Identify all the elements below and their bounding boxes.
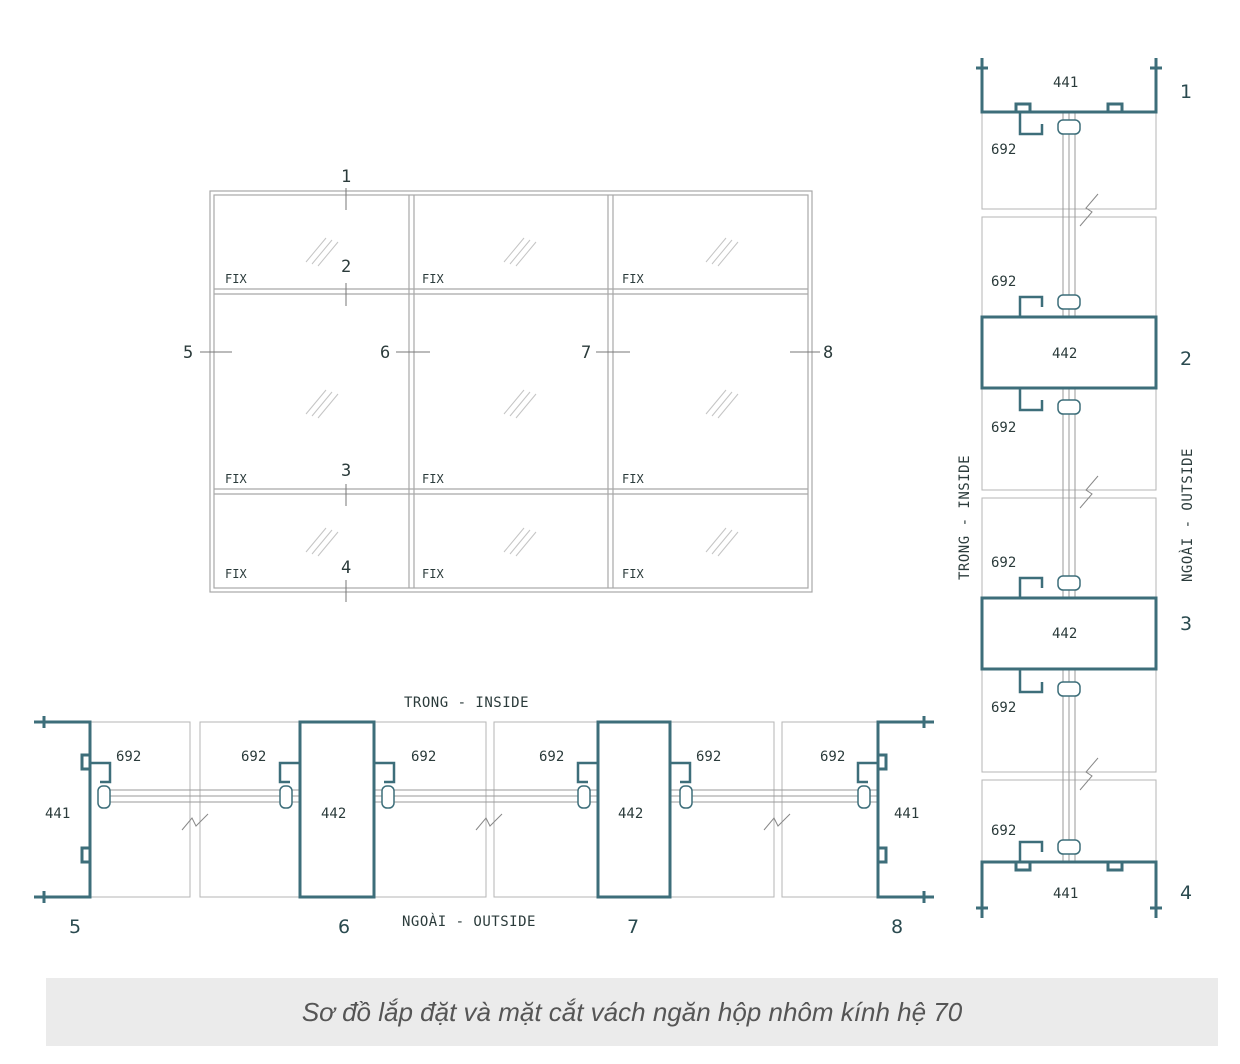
- inner-frame: [213, 194, 809, 589]
- hs-label-692: 692: [539, 749, 564, 765]
- partition-diagram: FIX FIX FIX FIX FIX FIX FIX FIX FIX 1 2 …: [34, 58, 1196, 938]
- section-cut-lines: [200, 188, 820, 602]
- vs-section-number-2: 2: [1180, 348, 1192, 370]
- section-marker-5: 5: [183, 343, 193, 363]
- fix-label: FIX: [422, 567, 444, 581]
- hs-label-692: 692: [820, 749, 845, 765]
- fix-label: FIX: [225, 472, 247, 486]
- hs-section-number-7: 7: [627, 916, 639, 938]
- vs-label-692: 692: [991, 142, 1016, 158]
- hs-label-441: 441: [45, 806, 70, 822]
- section-marker-3: 3: [341, 461, 351, 481]
- vertical-section: TRONG - INSIDE NGOÀI - OUTSIDE 441 441 4…: [957, 58, 1196, 918]
- fix-label: FIX: [622, 567, 644, 581]
- hs-section-number-5: 5: [69, 916, 81, 938]
- hs-label-692: 692: [411, 749, 436, 765]
- hs-inside-label: TRONG - INSIDE: [404, 695, 529, 711]
- vs-section-number-4: 4: [1180, 882, 1192, 904]
- fix-label: FIX: [225, 272, 247, 286]
- vs-label-692: 692: [991, 823, 1016, 839]
- caption-bar: Sơ đồ lắp đặt và mặt cắt vách ngăn hộp n…: [46, 978, 1218, 1046]
- vs-label-441: 441: [1053, 75, 1078, 91]
- hs-label-692: 692: [116, 749, 141, 765]
- vs-label-692: 692: [991, 420, 1016, 436]
- vs-label-442: 442: [1052, 626, 1077, 642]
- vs-label-441: 441: [1053, 886, 1078, 902]
- vs-section-number-1: 1: [1180, 81, 1192, 103]
- hs-label-692: 692: [696, 749, 721, 765]
- hs-section-number-6: 6: [338, 916, 350, 938]
- fix-label: FIX: [422, 272, 444, 286]
- vs-label-442: 442: [1052, 346, 1077, 362]
- outer-frame: [209, 190, 813, 593]
- section-marker-4: 4: [341, 558, 351, 578]
- glass-hatch-marks: [305, 237, 739, 557]
- fix-label: FIX: [422, 472, 444, 486]
- vs-outside-label: NGOÀI - OUTSIDE: [1179, 448, 1196, 582]
- section-markers: 1 2 3 4 5 6 7 8: [183, 167, 833, 578]
- fix-labels: FIX FIX FIX FIX FIX FIX FIX FIX FIX: [225, 272, 644, 581]
- hs-label-442: 442: [618, 806, 643, 822]
- hs-label-442: 442: [321, 806, 346, 822]
- vs-inside-label: TRONG - INSIDE: [957, 455, 973, 580]
- vs-label-692: 692: [991, 555, 1016, 571]
- hs-label-441: 441: [894, 806, 919, 822]
- section-marker-1: 1: [341, 167, 351, 187]
- vs-section-number-3: 3: [1180, 613, 1192, 635]
- vs-label-692: 692: [991, 700, 1016, 716]
- fix-label: FIX: [622, 272, 644, 286]
- vs-label-692: 692: [991, 274, 1016, 290]
- elevation-view: [209, 190, 813, 593]
- fix-label: FIX: [622, 472, 644, 486]
- section-marker-7: 7: [581, 343, 591, 363]
- hs-label-692: 692: [241, 749, 266, 765]
- figure-caption: Sơ đồ lắp đặt và mặt cắt vách ngăn hộp n…: [301, 996, 963, 1027]
- horizontal-section: TRONG - INSIDE NGOÀI - OUTSIDE: [34, 695, 934, 938]
- section-marker-8: 8: [823, 343, 833, 363]
- section-marker-6: 6: [380, 343, 390, 363]
- section-marker-2: 2: [341, 257, 351, 277]
- hs-section-number-8: 8: [891, 916, 903, 938]
- hs-outside-label: NGOÀI - OUTSIDE: [402, 913, 536, 930]
- fix-label: FIX: [225, 567, 247, 581]
